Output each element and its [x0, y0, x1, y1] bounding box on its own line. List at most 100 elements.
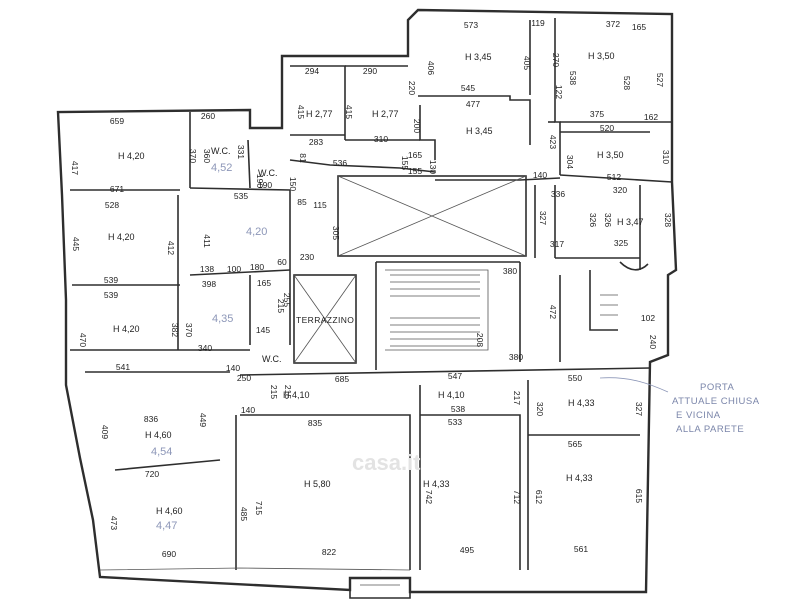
room-height-wc-3: W.C.: [262, 354, 282, 364]
dimension-label: 140: [533, 170, 547, 180]
dimension-label: 417: [70, 161, 80, 175]
dimension-label: 550: [568, 373, 582, 383]
dimension-label: 449: [198, 413, 208, 427]
handwritten-height: 4,35: [212, 313, 233, 325]
dimension-label: 326: [603, 213, 613, 227]
dimension-label: 409: [100, 425, 110, 439]
dimension-label: 423: [548, 135, 558, 149]
room-height-h-433-b: H 4,33: [423, 479, 450, 489]
dimension-label: 520: [600, 123, 614, 133]
dimension-label: 215: [283, 385, 293, 399]
dimension-label: 380: [503, 266, 517, 276]
dimension-label: 538: [451, 404, 465, 414]
dimension-label: 260: [201, 111, 215, 121]
dimension-label: 140: [241, 405, 255, 415]
dimension-label: 85: [297, 197, 307, 207]
dimension-label: 528: [105, 200, 119, 210]
dimension-label: 565: [568, 439, 582, 449]
dimension-label: 240: [648, 335, 658, 349]
door-note: PORTA ATTUALE CHIUSA E VICINA ALLA PARET…: [599, 377, 759, 435]
room-height-h-345-a: H 3,45: [465, 52, 492, 62]
dimension-label: 326: [588, 213, 598, 227]
dimension-label: 547: [448, 371, 462, 381]
dimension-label: 165: [632, 22, 646, 32]
dimension-label: 512: [607, 172, 621, 182]
note-line-4: ALLA PARETE: [676, 424, 744, 435]
dimension-label: 130: [428, 160, 438, 174]
room-height-wc-1: W.C.: [211, 146, 231, 156]
dimension-label: 445: [71, 237, 81, 251]
room-height-h-580: H 5,80: [304, 479, 331, 489]
dimension-label: 230: [300, 252, 314, 262]
dimension-label: 294: [305, 66, 319, 76]
dimension-label: 305: [331, 226, 341, 240]
dimension-label: 539: [104, 275, 118, 285]
dimension-label: 538: [568, 71, 578, 85]
dimension-label: 325: [614, 238, 628, 248]
dimension-label: 190: [255, 174, 265, 188]
dimension-label: 742: [424, 490, 434, 504]
room-height-h-433-a: H 4,33: [568, 398, 595, 408]
dimension-label: 495: [460, 545, 474, 555]
room-height-h-410-b: H 4,10: [438, 390, 465, 400]
dimension-label: 411: [202, 234, 212, 248]
dimension-label: 119: [531, 18, 545, 28]
room-height-h-347: H 3,47: [617, 217, 644, 227]
dimension-label: 328: [663, 213, 673, 227]
terrace-label: TERRAZZINO: [296, 315, 354, 325]
dimension-label: 340: [198, 343, 212, 353]
note-line-1: PORTA: [700, 382, 735, 393]
dimension-label: 165: [408, 150, 422, 160]
room-height-h-420-c: H 4,20: [113, 324, 140, 334]
dimension-label: 140: [226, 363, 240, 373]
dimension-label: 398: [202, 279, 216, 289]
room-height-h-277-b: H 2,77: [372, 109, 399, 119]
dimension-label: 317: [550, 239, 564, 249]
dimension-label: 81: [298, 153, 308, 163]
room-height-h-420-b: H 4,20: [108, 232, 135, 242]
room-height-h-460-b: H 4,60: [156, 506, 183, 516]
dimension-label: 472: [548, 305, 558, 319]
dimension-label: 835: [308, 418, 322, 428]
dimension-label: 360: [202, 149, 212, 163]
dimension-label: 415: [296, 105, 306, 119]
dimension-label: 100: [227, 264, 241, 274]
dimension-label: 60: [277, 257, 287, 267]
dimension-label: 102: [641, 313, 655, 323]
handwritten-height: 4,20: [246, 226, 267, 238]
watermark: casa.it: [352, 450, 421, 475]
dimension-label: 331: [236, 145, 246, 159]
room-height-h-410-a: H 4,10: [283, 390, 310, 400]
handwritten-heights: 4,524,204,354,544,47: [151, 162, 267, 532]
dimension-label: 320: [535, 402, 545, 416]
dimension-label: 545: [461, 83, 475, 93]
handwritten-height: 4,52: [211, 162, 232, 174]
dimension-label: 320: [613, 185, 627, 195]
dimension-label: 250: [237, 373, 251, 383]
dimension-label: 327: [538, 211, 548, 225]
dimension-label: 220: [407, 81, 417, 95]
dimension-label: 473: [109, 516, 119, 530]
dimension-label: 536: [333, 158, 347, 168]
dimension-label: 671: [110, 184, 124, 194]
room-height-h-420-a: H 4,20: [118, 151, 145, 161]
room-height-h-345-b: H 3,45: [466, 126, 493, 136]
dimension-label: 165: [257, 278, 271, 288]
dimension-label: 380: [509, 352, 523, 362]
handwritten-height: 4,47: [156, 520, 177, 532]
room-height-h-350-a: H 3,50: [588, 51, 615, 61]
dimension-label: 190: [258, 180, 272, 190]
note-line-3: E VICINA: [676, 410, 721, 421]
dimension-label: 533: [448, 417, 462, 427]
dimension-label: 685: [335, 374, 349, 384]
dimension-label: 208: [475, 333, 485, 347]
dimension-label: 690: [162, 549, 176, 559]
dimension-label: 412: [166, 241, 176, 255]
dimension-label: 405: [522, 56, 532, 70]
dimension-label: 372: [606, 19, 620, 29]
dimension-label: 336: [551, 189, 565, 199]
dimension-label: 836: [144, 414, 158, 424]
dimension-label: 541: [116, 362, 130, 372]
dimension-label: 477: [466, 99, 480, 109]
